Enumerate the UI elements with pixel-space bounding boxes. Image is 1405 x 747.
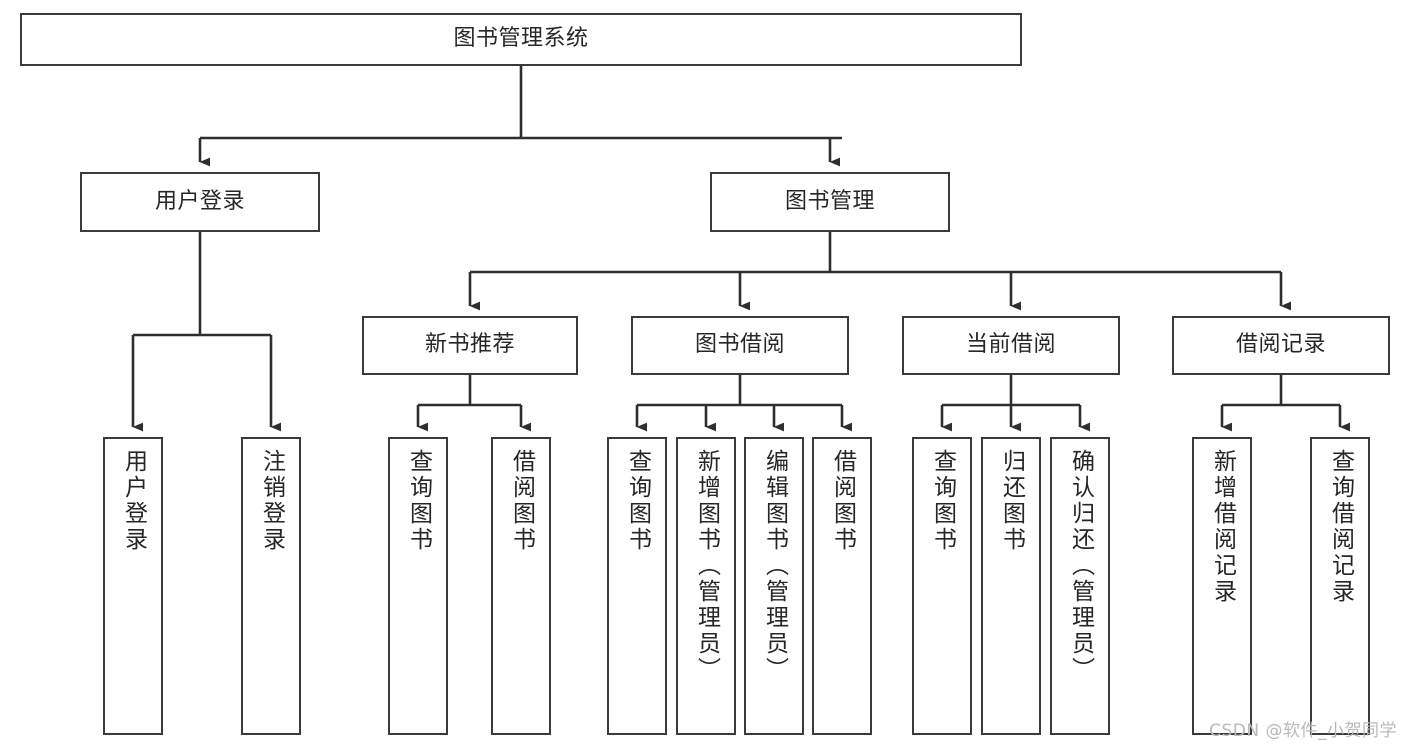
- node-leaf-borrow-book-1[interactable]: 借阅图书: [491, 437, 551, 735]
- node-leaf-add-book[interactable]: 新增图书（管理员）: [676, 437, 736, 735]
- node-leaf-user-login-label: 用户登录: [120, 449, 147, 553]
- node-borrow-record-label: 借阅记录: [1235, 332, 1326, 358]
- node-user-login-label: 用户登录: [154, 188, 245, 214]
- node-root-label: 图书管理系统: [453, 26, 589, 52]
- node-leaf-confirm-return[interactable]: 确认归还（管理员）: [1050, 437, 1110, 735]
- node-leaf-confirm-return-label: 确认归还（管理员）: [1067, 449, 1094, 683]
- node-leaf-logout-label: 注销登录: [258, 449, 285, 553]
- node-leaf-borrow-book-2-label: 借阅图书: [829, 449, 856, 553]
- node-leaf-edit-book-label: 编辑图书（管理员）: [761, 449, 788, 683]
- node-book-manage-label: 图书管理: [784, 188, 875, 214]
- node-book-manage[interactable]: 图书管理: [710, 172, 950, 232]
- node-new-book-recommend-label: 新书推荐: [424, 332, 515, 358]
- node-leaf-query-book-3[interactable]: 查询图书: [912, 437, 972, 735]
- node-leaf-return-book[interactable]: 归还图书: [981, 437, 1041, 735]
- node-leaf-query-book-2-label: 查询图书: [624, 449, 651, 553]
- node-leaf-query-book-2[interactable]: 查询图书: [607, 437, 667, 735]
- node-book-borrow-label: 图书借阅: [694, 332, 785, 358]
- node-leaf-query-book-1[interactable]: 查询图书: [388, 437, 448, 735]
- node-leaf-add-book-label: 新增图书（管理员）: [693, 449, 720, 683]
- node-leaf-edit-book[interactable]: 编辑图书（管理员）: [744, 437, 804, 735]
- node-current-borrow[interactable]: 当前借阅: [902, 316, 1120, 375]
- node-leaf-add-record[interactable]: 新增借阅记录: [1192, 437, 1252, 735]
- node-user-login[interactable]: 用户登录: [80, 172, 320, 232]
- node-borrow-record[interactable]: 借阅记录: [1172, 316, 1390, 375]
- node-leaf-return-book-label: 归还图书: [998, 449, 1025, 553]
- node-new-book-recommend[interactable]: 新书推荐: [362, 316, 578, 375]
- node-book-borrow[interactable]: 图书借阅: [631, 316, 849, 375]
- node-leaf-query-book-1-label: 查询图书: [405, 449, 432, 553]
- node-leaf-borrow-book-1-label: 借阅图书: [508, 449, 535, 553]
- node-root[interactable]: 图书管理系统: [20, 13, 1022, 66]
- node-leaf-user-login[interactable]: 用户登录: [103, 437, 163, 735]
- node-leaf-query-record-label: 查询借阅记录: [1327, 449, 1354, 605]
- node-leaf-add-record-label: 新增借阅记录: [1209, 449, 1236, 605]
- node-leaf-query-record[interactable]: 查询借阅记录: [1310, 437, 1370, 735]
- node-leaf-logout[interactable]: 注销登录: [241, 437, 301, 735]
- node-leaf-query-book-3-label: 查询图书: [929, 449, 956, 553]
- node-leaf-borrow-book-2[interactable]: 借阅图书: [812, 437, 872, 735]
- node-current-borrow-label: 当前借阅: [965, 332, 1056, 358]
- csdn-watermark: CSDN @软件_小贺同学: [1209, 721, 1397, 741]
